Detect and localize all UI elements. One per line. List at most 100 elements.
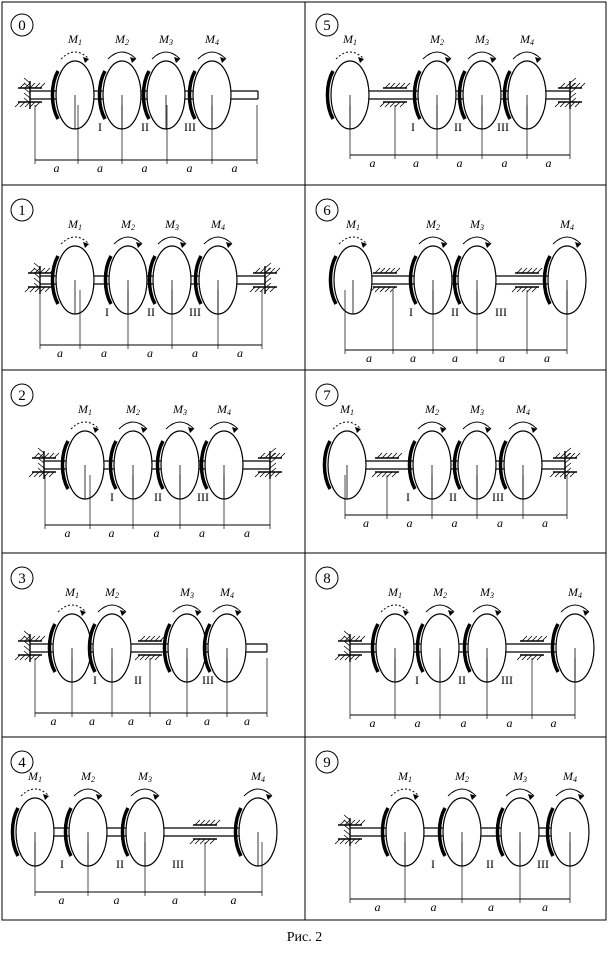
moment-label: M2 (120, 217, 135, 232)
dimension-label: a (413, 156, 419, 170)
bearing-hatch (564, 82, 571, 89)
dimension-label: a (415, 716, 421, 730)
bearing-hatch (521, 286, 528, 293)
disk-rim (141, 70, 151, 120)
moment-label: M1 (67, 32, 82, 47)
bearing-hatch (569, 471, 576, 478)
disk-4: M4 (542, 217, 587, 315)
dimension-label: a (109, 526, 115, 540)
disk-4: M4 (193, 217, 238, 315)
disk-4: M4 (498, 402, 543, 500)
disk-rim (47, 623, 57, 673)
moment-arrowhead (470, 794, 476, 800)
segment-label: II (141, 120, 149, 134)
bearing-hatch (521, 654, 528, 661)
bearing-hatch (344, 838, 351, 845)
bearing-hatch (23, 640, 31, 647)
disk-rim (545, 807, 555, 857)
segment-label: II (449, 490, 457, 504)
bearing-hatch (264, 262, 272, 269)
bearing-support (24, 262, 56, 294)
moment-arrow (508, 421, 538, 430)
moment-arrow (418, 236, 448, 245)
segment-label: III (501, 673, 513, 687)
bearing-support (254, 447, 286, 479)
bearing-hatch (37, 447, 45, 454)
bearing-hatch (279, 452, 286, 459)
bearing-hatch (394, 101, 401, 108)
bearing-hatch (34, 82, 41, 89)
bearing-hatch (554, 101, 561, 108)
bearing-hatch (34, 654, 41, 661)
moment-arrow (57, 604, 87, 613)
bearing-hatch (259, 452, 266, 459)
disk-rim (193, 255, 203, 305)
dimension-label: a (59, 893, 65, 907)
bearing-support (334, 630, 366, 662)
moment-label: M4 (515, 402, 530, 417)
moment-arrowhead (93, 427, 99, 433)
bearing-hatch (344, 654, 351, 661)
bearing-hatch (559, 452, 566, 459)
moment-arrowhead (485, 427, 491, 433)
disk-1: M1 (322, 402, 367, 500)
segment-label: I (93, 673, 97, 687)
bearing-hatch (349, 819, 356, 826)
disk-rim (415, 623, 425, 673)
dimension-label: a (57, 346, 63, 360)
bearing-hatch (343, 645, 351, 652)
bearing-hatch (264, 286, 271, 293)
disk-rim (50, 70, 60, 120)
moment-arrowhead (188, 427, 194, 433)
bearing-hatch (559, 471, 566, 478)
dimension-label: a (154, 526, 160, 540)
bearing-hatch (389, 286, 396, 293)
disk-1: M1 (325, 32, 370, 130)
dimension-label: a (172, 893, 178, 907)
bearing-hatch (404, 82, 411, 89)
moment-label: M1 (345, 217, 360, 232)
bearing-hatch (531, 654, 538, 661)
bearing-hatch (14, 101, 21, 108)
bearing-hatch (274, 267, 281, 274)
disk-rim (437, 807, 447, 857)
segment-label: I (411, 120, 415, 134)
bearing-hatch (391, 452, 398, 459)
disk-rim (108, 440, 118, 490)
dimension-label: a (363, 516, 369, 530)
disk-2: M2 (87, 585, 132, 683)
bearing-hatch (23, 645, 31, 652)
moment-label: M1 (387, 585, 402, 600)
moment-label: M1 (342, 32, 357, 47)
dimension-label: a (142, 161, 148, 175)
moment-label: M4 (210, 217, 225, 232)
moment-arrow (467, 51, 497, 60)
moment-arrow (151, 51, 181, 60)
moment-arrow (417, 421, 447, 430)
moment-arrow (20, 788, 50, 797)
moment-label: M4 (216, 402, 231, 417)
moment-arrow (172, 604, 202, 613)
disk-rim (452, 255, 462, 305)
bearing-support (369, 267, 401, 293)
dimension-label: a (147, 346, 153, 360)
moment-arrowhead (485, 242, 491, 248)
panel-number: 3 (18, 571, 26, 587)
panel-number-circle (315, 383, 339, 407)
moment-arrow (197, 51, 227, 60)
moment-arrow (70, 421, 100, 430)
dimension-label: a (502, 156, 508, 170)
disk-4: M4 (550, 585, 595, 683)
bearing-hatch (209, 838, 216, 845)
bearing-hatch (354, 819, 361, 826)
disk-rim (452, 440, 462, 490)
dimension-label: a (65, 526, 71, 540)
dimension-label: a (488, 900, 494, 914)
bearing-hatch (386, 452, 393, 459)
panel-number-circle (315, 13, 339, 37)
disk-rim (199, 440, 209, 490)
bearing-support (14, 630, 46, 662)
disk-rim (408, 255, 418, 305)
bearing-hatch (376, 452, 383, 459)
